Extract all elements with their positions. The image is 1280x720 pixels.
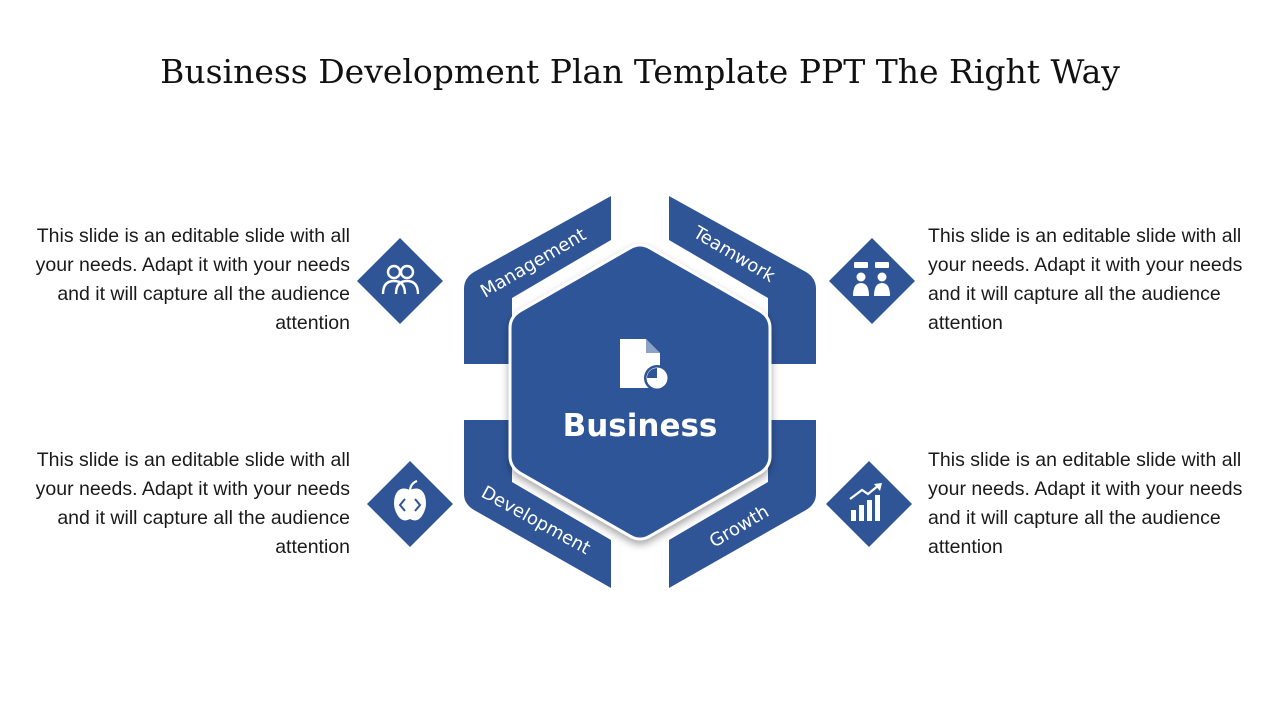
description-development: This slide is an editable slide with all… bbox=[35, 449, 350, 558]
diamond-teamwork bbox=[829, 238, 915, 324]
growth-chart-icon bbox=[849, 483, 882, 521]
document-chart-icon bbox=[620, 339, 670, 391]
description-teamwork: This slide is an editable slide with all… bbox=[928, 225, 1243, 334]
diamond-development bbox=[367, 461, 453, 547]
users-icon bbox=[381, 264, 420, 295]
diamond-management bbox=[357, 238, 443, 324]
description-management: This slide is an editable slide with all… bbox=[35, 225, 350, 334]
diamond-growth bbox=[826, 461, 912, 547]
slide-title: Business Development Plan Template PPT T… bbox=[160, 52, 1120, 91]
apple-code-icon bbox=[394, 479, 426, 521]
center-label: Business bbox=[563, 408, 718, 444]
team-icon bbox=[853, 262, 890, 296]
description-growth: This slide is an editable slide with all… bbox=[928, 449, 1243, 558]
center-hexagon: Business bbox=[508, 243, 772, 541]
